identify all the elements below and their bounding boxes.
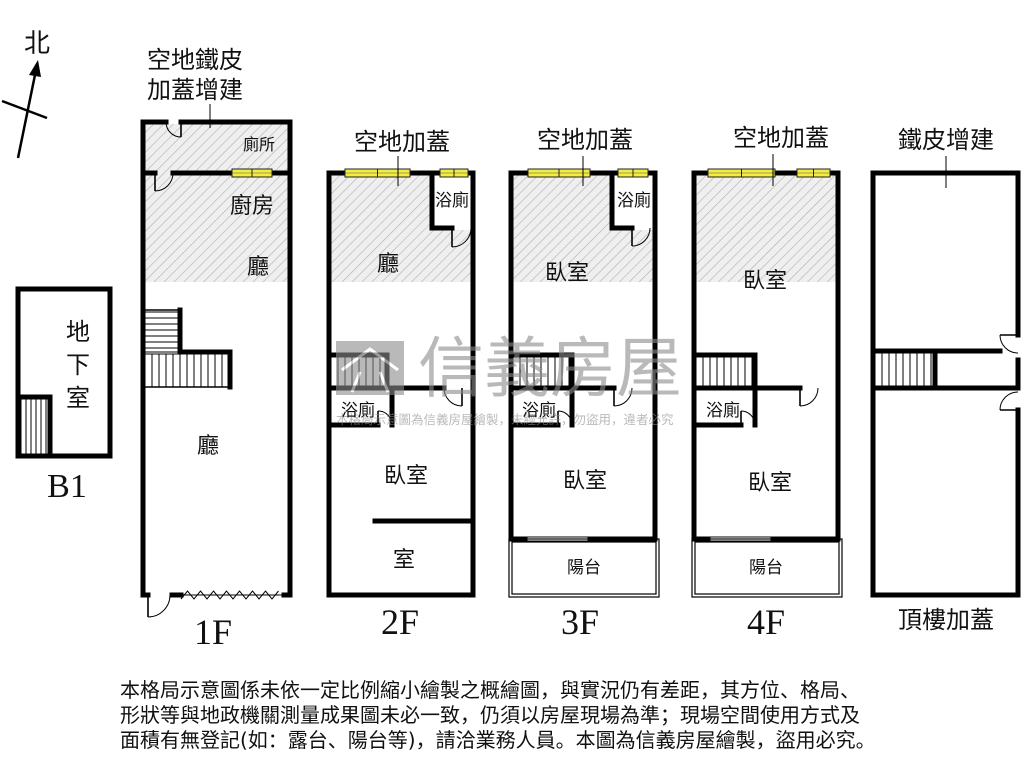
door-swing: [999, 334, 1019, 354]
balcony-outline: [691, 538, 843, 598]
f1-hall-upper-label: 廳: [247, 255, 269, 280]
f4-bedroom-upper-label: 臥室: [743, 269, 787, 294]
roof-note: 鐵皮增建: [898, 126, 994, 154]
hatched-area-lines: [696, 175, 836, 282]
floor-roof-plan: [870, 156, 1021, 598]
f3-balcony-label: 陽台: [567, 558, 601, 578]
watermark-logo-stroke: [378, 371, 390, 393]
door-swing: [557, 410, 573, 426]
floor-4f-plan: [691, 154, 843, 598]
f3-note: 空地加蓋: [537, 126, 633, 154]
watermark-logo-roof: [341, 347, 399, 372]
watermark-brand: 信義房屋: [418, 330, 682, 407]
north-arrow: [1, 60, 48, 159]
door-swing: [147, 594, 171, 618]
north-arrow-crossbar: [1, 99, 48, 120]
watermark: 信義房屋 本格局示意圖為信義房屋繪製，未經允許，勿盜用，違者必究: [336, 330, 682, 427]
door-swing: [740, 410, 756, 426]
floor-1f-plan: [140, 104, 293, 618]
disclaimer-line: 形狀等與地政機關測量成果圖未必一致，仍須以房屋現場為準；現場空間使用方式及: [120, 703, 860, 727]
balcony-outline: [694, 541, 840, 595]
f2-bedroom-label: 臥室: [384, 464, 428, 489]
door-swing: [631, 227, 651, 247]
hatched-area-lines: [513, 175, 653, 282]
door-swing: [999, 391, 1019, 411]
balcony-outline: [511, 541, 657, 595]
f1-floor-label: 1F: [194, 612, 232, 652]
disclaimer-line: 本格局示意圖係未依一定比例縮小繪製之概繪圖，與實況仍有差距，其方位、格局、: [120, 678, 860, 702]
f1-toilet-label: 廁所: [243, 135, 275, 154]
b1-floor-label: B1: [47, 468, 87, 505]
f2-note: 空地加蓋: [354, 128, 450, 156]
north-arrow-head: [29, 60, 41, 77]
hatched-area-lines: [331, 175, 471, 282]
f2-bath-upper-label: 浴廁: [435, 190, 469, 211]
f3-bath-upper-label: 浴廁: [617, 190, 651, 211]
f3-floor-label: 3F: [561, 602, 599, 642]
f1-note-line2: 加蓋增建: [147, 76, 243, 104]
disclaimer: 本格局示意圖係未依一定比例縮小繪製之概繪圖，與實況仍有差距，其方位、格局、 形狀…: [120, 678, 876, 752]
door-swing: [451, 227, 472, 248]
f4-floor-label: 4F: [747, 602, 785, 642]
f1-kitchen-label: 廚房: [230, 194, 274, 219]
vertical-char: 下: [66, 351, 90, 379]
f4-balcony-label: 陽台: [749, 558, 783, 578]
labels: 北 地下室 B1 空地鐵皮 加蓋增建 廁所 廚房 廳 廳 1F 空地加蓋 浴廁 …: [24, 29, 994, 652]
north-label: 北: [24, 29, 50, 59]
f4-note: 空地加蓋: [733, 124, 829, 152]
floor-b1-plan: [15, 286, 113, 459]
door-swing: [377, 410, 393, 426]
balcony-outline: [508, 538, 660, 598]
f1-hall-main-label: 廳: [197, 434, 219, 459]
north-arrow-shaft: [16, 69, 38, 159]
staircase: [144, 311, 181, 353]
f1-note-line1: 空地鐵皮: [147, 46, 243, 74]
watermark-notice: 本格局示意圖為信義房屋繪製，未經允許，勿盜用，違者必究: [336, 412, 674, 427]
door-swing: [154, 172, 174, 192]
b1-room-label: 地下室: [66, 318, 90, 412]
floor-3f-plan: [508, 156, 660, 598]
f2-bath-lower-label: 浴廁: [341, 400, 375, 421]
f3-bedroom-upper-label: 臥室: [545, 261, 589, 286]
f3-bath-lower-label: 浴廁: [522, 400, 556, 421]
f2-room-bottom-label: 室: [393, 548, 415, 573]
watermark-logo-stroke: [350, 371, 362, 393]
door-swing: [165, 121, 182, 138]
disclaimer-line: 面積有無登記(如：露台、陽台等)，請洽業務人員。本圖為信義房屋繪製，盜用必究。: [120, 728, 876, 752]
staircase: [20, 398, 50, 455]
f4-bedroom-lower-label: 臥室: [748, 471, 792, 496]
staircase: [874, 352, 934, 387]
f4-bath-lower-label: 浴廁: [706, 400, 740, 421]
f2-floor-label: 2F: [381, 602, 419, 642]
vertical-char: 地: [66, 318, 90, 346]
vertical-char: 室: [66, 384, 90, 412]
f2-hall-label: 廳: [377, 252, 399, 277]
door-swing: [613, 387, 633, 407]
hatched-area-lines: [145, 124, 288, 282]
folding-door: [180, 590, 279, 600]
door-swing: [443, 387, 463, 407]
door-swing: [799, 387, 819, 407]
roof-floor-label: 頂樓加蓋: [898, 606, 994, 634]
f3-bedroom-lower-label: 臥室: [563, 469, 607, 494]
